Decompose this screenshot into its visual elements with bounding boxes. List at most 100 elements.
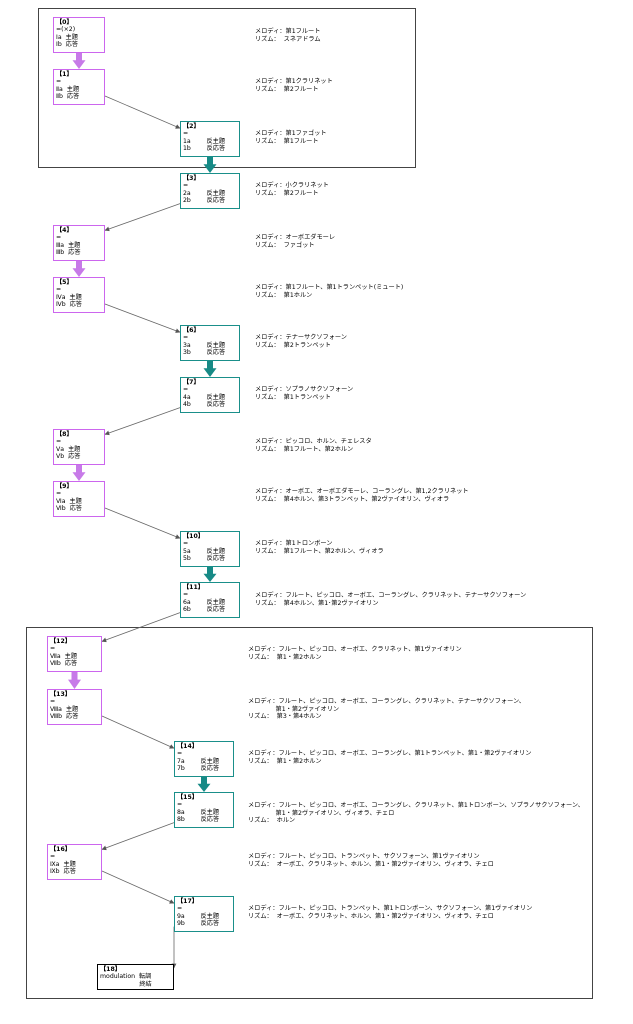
flow-arrow — [101, 715, 175, 749]
section-line: = — [56, 490, 62, 498]
instrumentation-line: リズム： 第2フルート — [255, 189, 319, 197]
down-arrow — [68, 672, 81, 689]
section-id: 【10】 — [183, 533, 204, 540]
instrumentation-line: メロディ：オーボエダモーレ — [255, 234, 336, 241]
section-line: 1a 反主題 — [183, 137, 226, 145]
section-line: 2a 反主題 — [183, 189, 226, 197]
instrumentation-2: メロディ：第1ファゴットリズム： 第1フルート — [255, 130, 327, 145]
section-line: Ⅶa 主題 — [50, 652, 78, 660]
section-line: Ⅲb 応答 — [56, 249, 81, 257]
section-id: 【5】 — [56, 279, 73, 286]
instrumentation-15: メロディ：フルート、ピッコロ、オーボエ、コーラングレ、クラリネット、第1トロンボ… — [248, 802, 584, 825]
section-line: 6b 反応答 — [183, 606, 226, 614]
instrumentation-line: リズム： オーボエ、クラリネット、ホルン、第1・第2ヴァイオリン、ヴィオラ、チェ… — [248, 912, 494, 920]
section-id: 【12】 — [50, 638, 71, 645]
instrumentation-9: メロディ：オーボエ、オーボエダモーレ、コーラングレ、第1,2クラリネットリズム：… — [255, 488, 469, 503]
instrumentation-line: リズム： 第2トランペット — [255, 341, 331, 349]
section-line: 1b 反応答 — [183, 145, 226, 153]
section-id: 【18】 — [100, 966, 121, 973]
instrumentation-line: リズム： 第1フルート — [255, 137, 319, 145]
instrumentation-line: リズム： 第1フルート、第2ホルン — [255, 445, 354, 453]
section-line: 7b 反応答 — [177, 765, 220, 773]
section-line: = — [177, 750, 183, 758]
instrumentation-8: メロディ：ピッコロ、ホルン、チェレスタリズム： 第1フルート、第2ホルン — [255, 438, 372, 453]
instrumentation-line: リズム： スネアドラム — [255, 35, 321, 43]
instrumentation-10: メロディ：第1トロンボーンリズム： 第1フルート、第2ホルン、ヴィオラ — [255, 540, 384, 555]
instrumentation-13: メロディ：フルート、ピッコロ、オーボエ、コーラングレ、クラリネット、テナーサクソ… — [248, 698, 525, 721]
instrumentation-line: メロディ：フルート、ピッコロ、オーボエ、コーラングレ、クラリネット、第1トロンボ… — [248, 802, 584, 809]
frame-section-1 — [38, 8, 416, 168]
section-id: 【7】 — [183, 379, 200, 386]
section-line: Ⅴb 応答 — [56, 453, 81, 461]
section-line: 3a 反主題 — [183, 341, 226, 349]
section-line: = — [56, 234, 62, 242]
flow-arrow — [104, 507, 181, 539]
instrumentation-line: リズム： オーボエ、クラリネット、ホルン、第1・第2ヴァイオリン、ヴィオラ、チェ… — [248, 860, 494, 868]
section-id: 【6】 — [183, 327, 200, 334]
section-line: Ⅰb 応答 — [56, 41, 79, 49]
section-line: Ⅷa 主題 — [50, 705, 79, 713]
section-line: = — [183, 540, 189, 548]
section-line: 終結 — [100, 980, 152, 988]
instrumentation-line: リズム： 第4ホルン、第1･第2ヴァイオリン — [255, 599, 379, 607]
instrumentation-0: メロディ：第1フルートリズム： スネアドラム — [255, 28, 321, 43]
flow-arrow — [101, 612, 181, 643]
instrumentation-line: メロディ：フルート、ピッコロ、オーボエ、コーラングレ、クラリネット、テナーサクソ… — [248, 698, 525, 705]
section-line: = — [183, 182, 189, 190]
section-line: Ⅵa 主題 — [56, 497, 82, 505]
down-arrow — [72, 465, 86, 481]
instrumentation-line: リズム： ファゴット — [255, 241, 315, 249]
flow-arrow — [104, 407, 181, 436]
section-id: 【11】 — [183, 584, 204, 591]
instrumentation-line: メロディ：フルート、ピッコロ、オーボエ、コーラングレ、第1トランペット、第1・第… — [248, 750, 532, 757]
section-line: Ⅷb 応答 — [50, 713, 79, 721]
section-line: 6a 反主題 — [183, 598, 226, 606]
section-line: 5a 反主題 — [183, 547, 226, 555]
section-id: 【1】 — [56, 71, 73, 78]
section-id: 【15】 — [177, 794, 198, 801]
instrumentation-line: メロディ：小クラリネット — [255, 182, 329, 189]
section-box-18: 【18】modulation 転調 終結 — [97, 964, 174, 990]
section-line: = — [183, 334, 189, 342]
section-line: modulation 転調 — [100, 973, 152, 981]
instrumentation-1: メロディ：第1クラリネットリズム： 第2フルート — [255, 78, 333, 93]
section-line: = — [50, 645, 56, 653]
section-line: 7a 反主題 — [177, 757, 220, 765]
section-line: = — [183, 386, 189, 394]
section-id: 【16】 — [50, 846, 71, 853]
instrumentation-line: リズム： 第1フルート、第2ホルン、ヴィオラ — [255, 547, 384, 555]
instrumentation-line: メロディ：フルート、ピッコロ、オーボエ、クラリネット、第1ヴァイオリン — [248, 646, 462, 653]
section-id: 【4】 — [56, 227, 73, 234]
section-id: 【3】 — [183, 175, 200, 182]
instrumentation-12: メロディ：フルート、ピッコロ、オーボエ、クラリネット、第1ヴァイオリンリズム： … — [248, 646, 462, 661]
instrumentation-line: リズム： 第1トランペット — [255, 393, 331, 401]
instrumentation-line: メロディ：第1ファゴット — [255, 130, 327, 137]
instrumentation-line: メロディ：フルート、ピッコロ、トランペット、サクソフォーン、第1ヴァイオリン — [248, 853, 480, 860]
instrumentation-line: メロディ：オーボエ、オーボエダモーレ、コーラングレ、第1,2クラリネット — [255, 488, 469, 495]
instrumentation-line: メロディ：ソプラノサクソフォーン — [255, 386, 354, 393]
instrumentation-line: メロディ：第1トロンボーン — [255, 540, 333, 547]
instrumentation-14: メロディ：フルート、ピッコロ、オーボエ、コーラングレ、第1トランペット、第1・第… — [248, 750, 531, 765]
instrumentation-line: メロディ：ピッコロ、ホルン、チェレスタ — [255, 438, 372, 445]
section-line: 2b 反応答 — [183, 197, 226, 205]
instrumentation-line: メロディ：第1フルート — [255, 28, 321, 35]
flow-arrow — [104, 95, 181, 129]
section-line: = — [183, 130, 189, 138]
flow-arrow — [101, 870, 175, 904]
section-line: = — [50, 698, 56, 706]
section-id: 【8】 — [56, 431, 73, 438]
section-line: 4a 反主題 — [183, 393, 226, 401]
section-line: 3b 反応答 — [183, 349, 226, 357]
instrumentation-line: メロディ：第1クラリネット — [255, 78, 333, 85]
